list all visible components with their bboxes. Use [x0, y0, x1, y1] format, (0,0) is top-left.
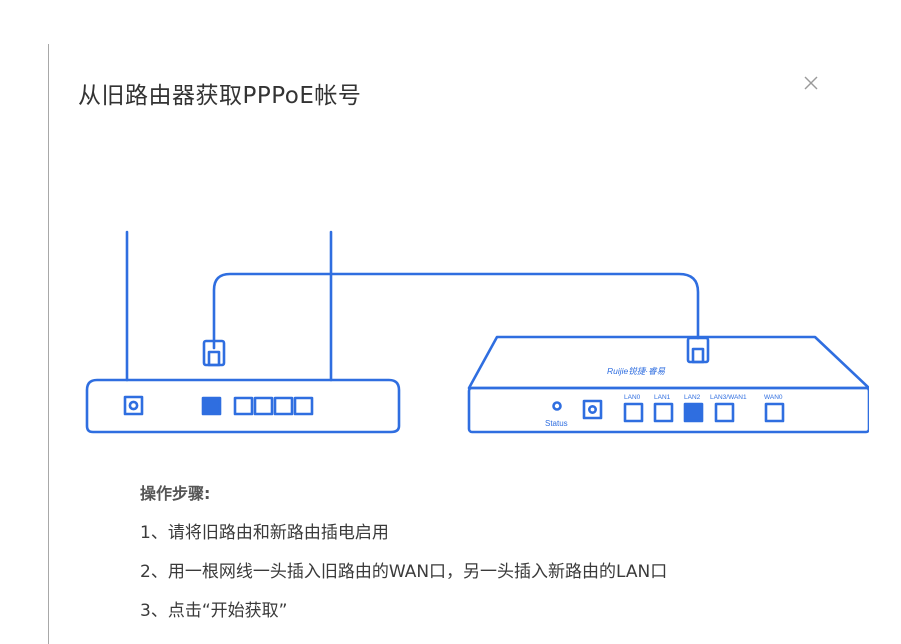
close-button[interactable] — [800, 72, 822, 94]
port-label-wan0: WAN0 — [764, 394, 783, 401]
new-router-icon — [467, 335, 869, 434]
port-label-lan1: LAN1 — [654, 394, 671, 401]
old-router-icon — [85, 230, 401, 434]
step-item-2: 2、用一根网线一头插入旧路由的WAN口，另一头插入新路由的LAN口 — [140, 562, 668, 582]
operation-steps: 操作步骤: 1、请将旧路由和新路由插电启用 2、用一根网线一头插入旧路由的WAN… — [140, 480, 667, 635]
status-label: Status — [545, 419, 568, 428]
brand-logo-text: Ruijie锐捷·睿易 — [607, 366, 666, 376]
dialog-title: 从旧路由器获取PPPoE帐号 — [78, 83, 362, 109]
step-item-3: 3、点击“开始获取” — [140, 601, 288, 621]
port-label-lan2: LAN2 — [684, 394, 701, 401]
step-item-1: 1、请将旧路由和新路由插电启用 — [140, 523, 389, 543]
background-panel-edge — [48, 44, 49, 644]
port-label-lan0: LAN0 — [624, 394, 641, 401]
router-connection-illustration: Ruijie锐捷·睿易 Status LAN0 LAN1 LAN2 LAN3/W… — [85, 230, 869, 434]
network-cable-icon — [202, 272, 710, 367]
steps-heading: 操作步骤: — [140, 484, 211, 503]
pppoe-fetch-dialog: 从旧路由器获取PPPoE帐号 — [49, 0, 901, 640]
port-label-lan3-wan1: LAN3/WAN1 — [710, 394, 747, 401]
close-icon — [804, 76, 818, 90]
